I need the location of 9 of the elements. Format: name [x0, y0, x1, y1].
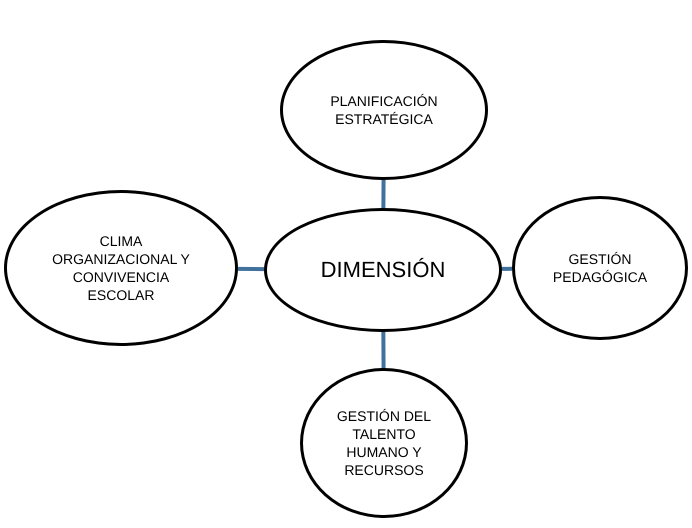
node-label: CLIMA ORGANIZACIONAL Y CONVIVENCIA ESCOLAR	[51, 232, 191, 304]
node-label: DIMENSIÓN	[320, 256, 446, 284]
connector-line	[502, 266, 512, 271]
connector-line	[238, 266, 264, 272]
node-label: GESTIÓN DEL TALENTO HUMANO Y RECURSOS	[336, 406, 432, 480]
connector-line	[381, 332, 386, 368]
node-label: PLANIFICACIÓN ESTRATÉGICA	[329, 92, 439, 128]
connector-line	[381, 180, 386, 208]
node-label: GESTIÓN PEDAGÓGICA	[552, 250, 648, 286]
